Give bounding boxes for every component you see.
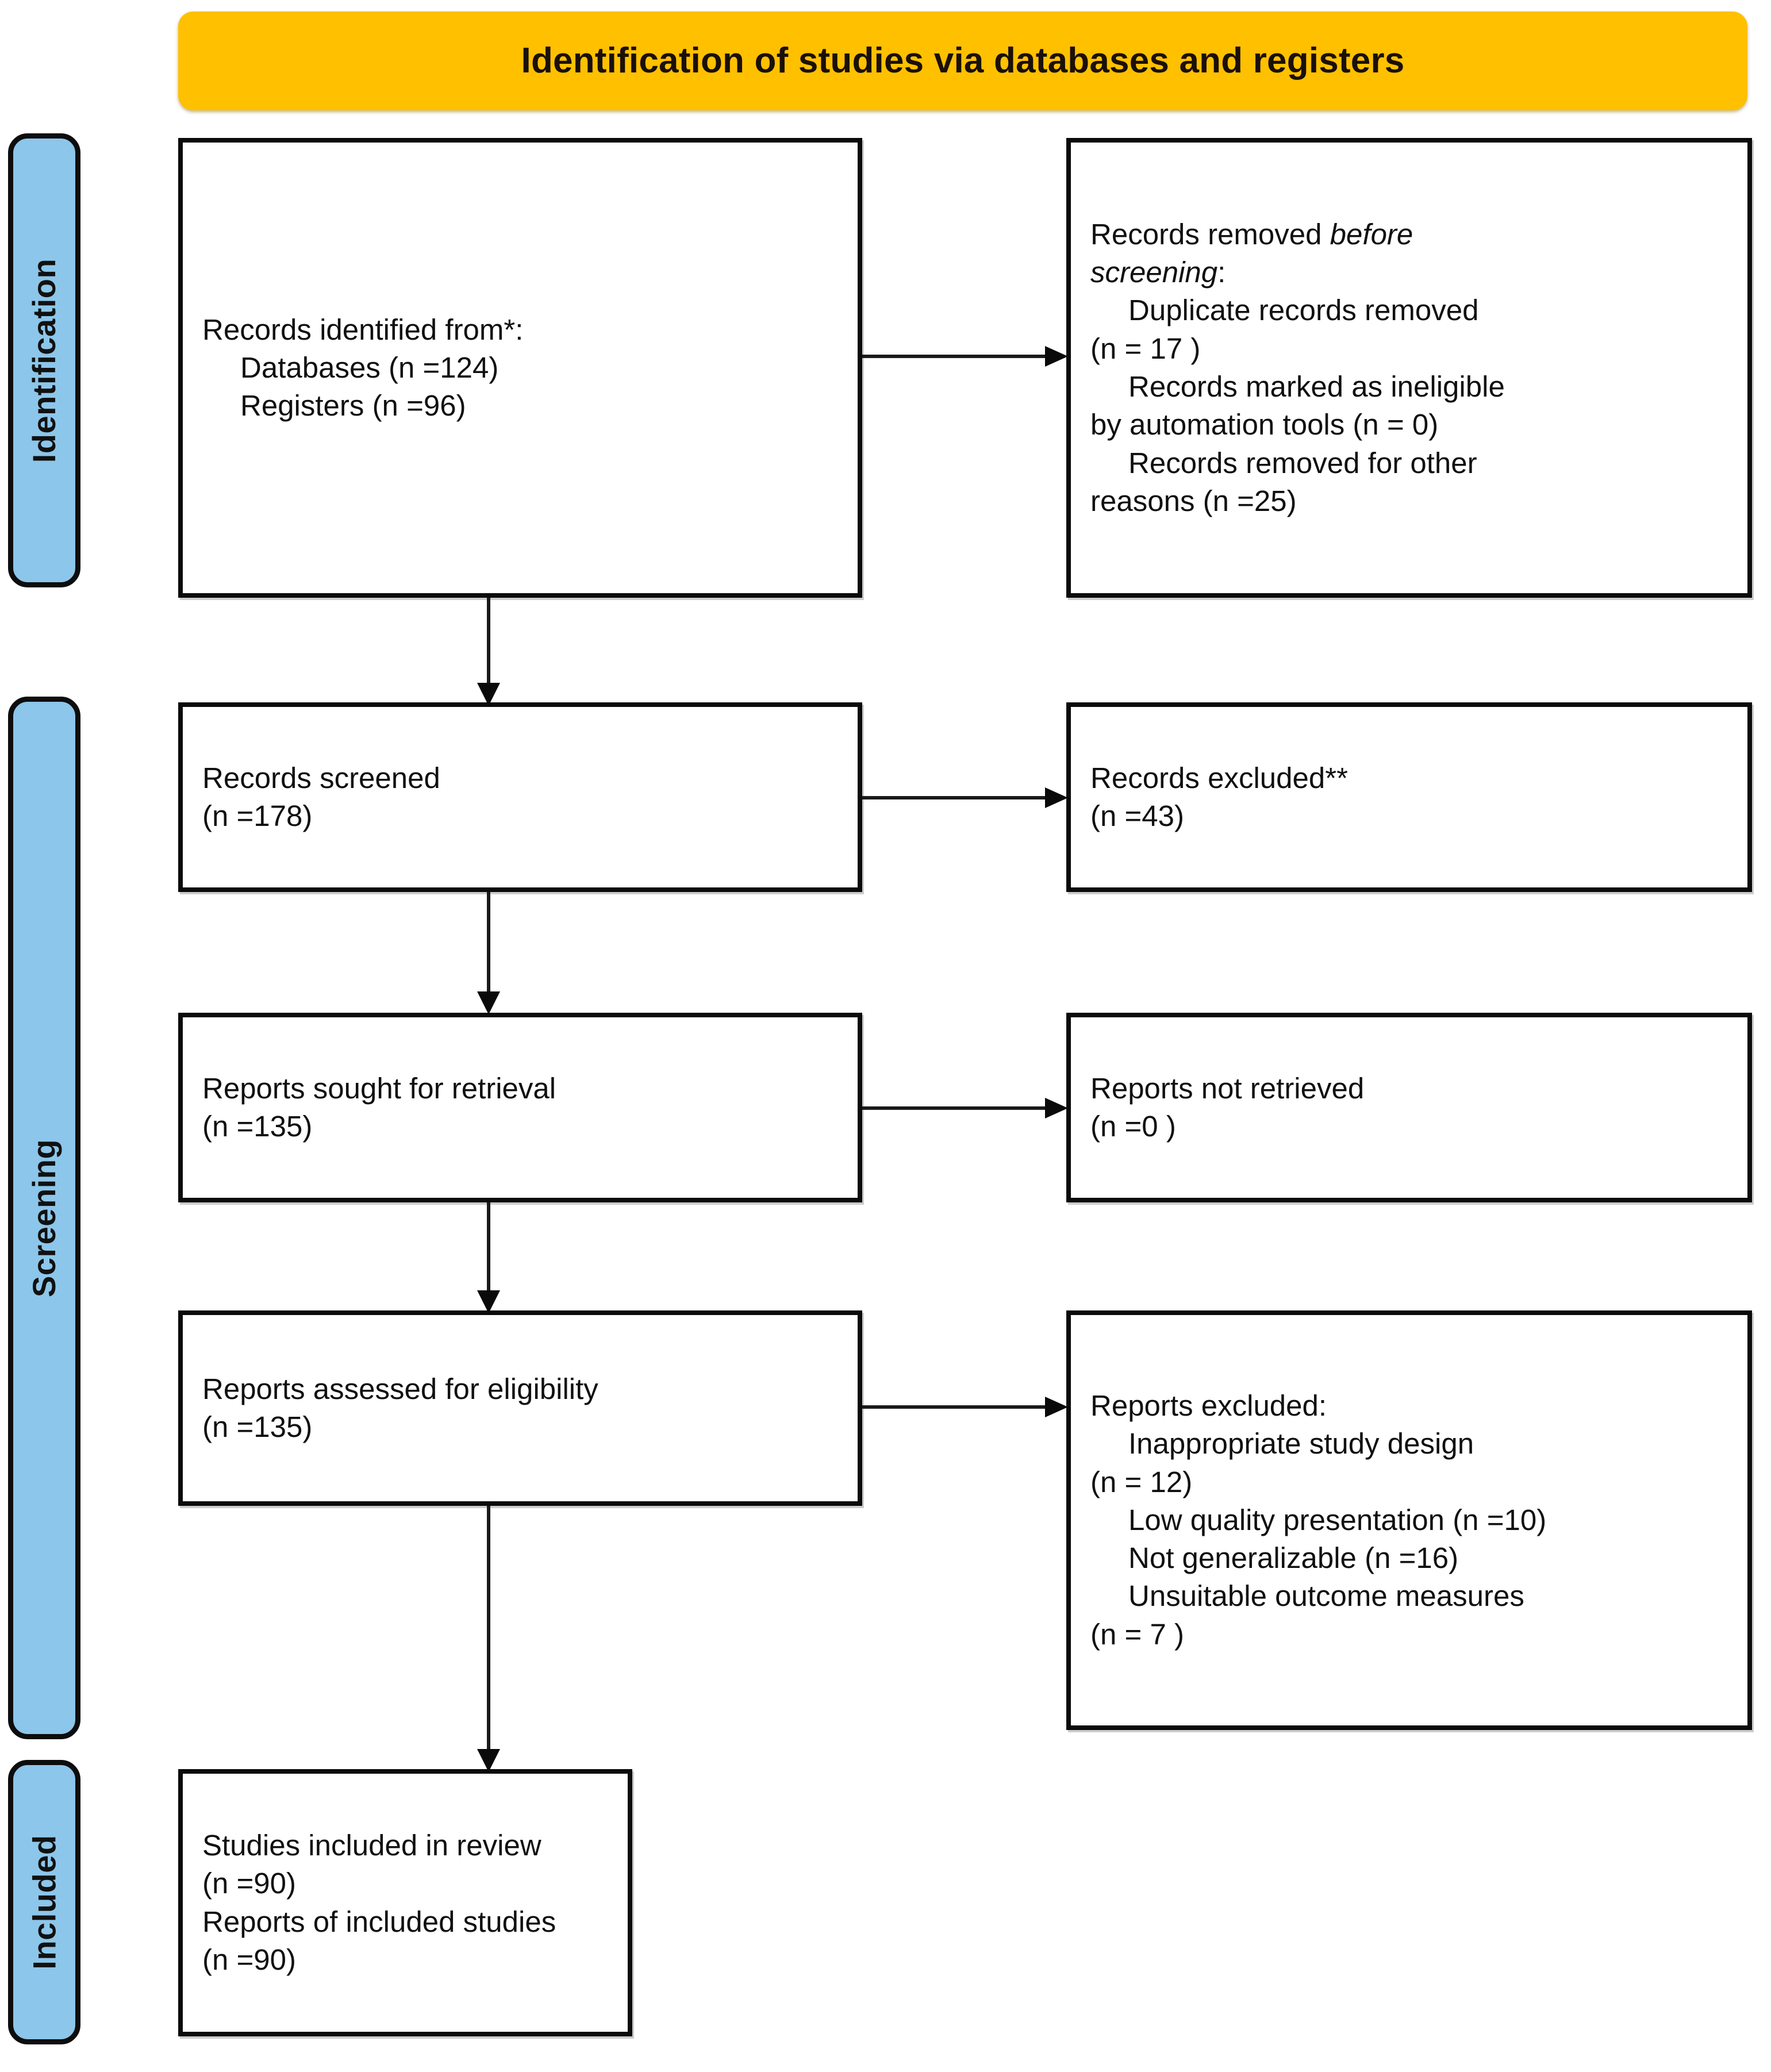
arrow-assessed-to-included — [471, 1506, 506, 1773]
box-reports-excluded-line-4: Low quality presentation (n =10) — [1128, 1503, 1547, 1536]
arrow-identified-to-screened — [471, 598, 506, 707]
box-reports-excluded: Reports excluded: Inappropriate study de… — [1066, 1310, 1752, 1730]
box-records-removed-line-2-suffix: : — [1217, 256, 1226, 289]
stage-label-identification: Identification — [8, 133, 80, 587]
arrow-identified-to-removed — [862, 345, 1069, 368]
box-records-identified-line-2: Databases (n =124) — [240, 351, 499, 384]
arrow-sought-to-not-retrieved — [862, 1097, 1069, 1120]
box-studies-included-in-review: Studies included in review (n =90) Repor… — [178, 1769, 632, 2036]
box-records-removed-line-1: Records removed before — [1090, 216, 1728, 253]
box-records-removed-line-5: Records marked as ineligible — [1128, 370, 1505, 403]
box-studies-included-line-2: (n =90) — [202, 1867, 297, 1900]
stage-label-screening: Screening — [8, 697, 80, 1739]
box-records-removed-line-7: Records removed for other — [1128, 446, 1477, 479]
box-reports-sought-line-2: (n =135) — [202, 1110, 313, 1143]
box-records-removed-line-4: (n = 17 ) — [1090, 332, 1201, 365]
stage-label-screening-text: Screening — [26, 1139, 63, 1297]
arrow-screened-to-records-excluded — [862, 786, 1069, 809]
box-reports-excluded-line-7: (n = 7 ) — [1090, 1617, 1184, 1651]
box-reports-sought-for-retrieval: Reports sought for retrieval (n =135) — [178, 1013, 862, 1202]
stage-label-included: Included — [8, 1760, 80, 2044]
box-records-identified-line-3: Registers (n =96) — [240, 389, 466, 422]
arrow-screened-to-sought — [471, 892, 506, 1016]
box-studies-included-line-3: Reports of included studies — [202, 1905, 556, 1938]
header-banner: Identification of studies via databases … — [178, 11, 1747, 110]
page-title: Identification of studies via databases … — [521, 40, 1405, 80]
box-records-removed-line-3: Duplicate records removed — [1128, 294, 1479, 327]
box-records-removed-line-6: by automation tools (n = 0) — [1090, 408, 1439, 441]
arrow-sought-to-assessed — [471, 1202, 506, 1314]
box-reports-assessed-for-eligibility: Reports assessed for eligibility (n =135… — [178, 1310, 862, 1506]
box-records-removed-line-1-emphasis: before — [1330, 217, 1413, 251]
box-reports-excluded-line-1: Reports excluded: — [1090, 1389, 1327, 1422]
box-records-removed-line-8: reasons (n =25) — [1090, 484, 1297, 517]
box-records-excluded-line-1: Records excluded** — [1090, 761, 1348, 794]
box-records-removed-line-2: screening: — [1090, 253, 1728, 291]
box-records-screened-line-1: Records screened — [202, 761, 440, 794]
box-reports-sought-line-1: Reports sought for retrieval — [202, 1071, 556, 1105]
box-reports-not-retrieved-line-1: Reports not retrieved — [1090, 1071, 1365, 1105]
box-reports-excluded-line-3: (n = 12) — [1090, 1465, 1193, 1498]
stage-label-included-text: Included — [26, 1835, 63, 1970]
box-records-identified: Records identified from*: Databases (n =… — [178, 138, 862, 598]
box-reports-excluded-line-5: Not generalizable (n =16) — [1128, 1541, 1459, 1575]
box-reports-assessed-line-2: (n =135) — [202, 1410, 313, 1443]
box-studies-included-line-1: Studies included in review — [202, 1828, 541, 1862]
box-reports-not-retrieved-line-2: (n =0 ) — [1090, 1110, 1176, 1143]
box-reports-not-retrieved: Reports not retrieved (n =0 ) — [1066, 1013, 1752, 1202]
stage-label-identification-text: Identification — [26, 258, 63, 463]
box-reports-assessed-line-1: Reports assessed for eligibility — [202, 1372, 598, 1405]
box-reports-excluded-line-6: Unsuitable outcome measures — [1128, 1579, 1524, 1613]
box-records-screened-line-2: (n =178) — [202, 799, 313, 832]
box-records-removed-line-1-prefix: Records removed — [1090, 217, 1330, 251]
box-records-screened: Records screened (n =178) — [178, 702, 862, 892]
box-records-identified-line-1: Records identified from*: — [202, 313, 524, 346]
box-records-removed-line-2-emphasis: screening — [1090, 256, 1218, 289]
box-reports-excluded-line-2: Inappropriate study design — [1128, 1427, 1474, 1460]
box-records-removed-before-screening: Records removed before screening: Duplic… — [1066, 138, 1752, 598]
box-records-excluded: Records excluded** (n =43) — [1066, 702, 1752, 892]
box-studies-included-line-4: (n =90) — [202, 1943, 297, 1976]
box-records-excluded-line-2: (n =43) — [1090, 799, 1185, 832]
arrow-assessed-to-reports-excluded — [862, 1396, 1069, 1419]
